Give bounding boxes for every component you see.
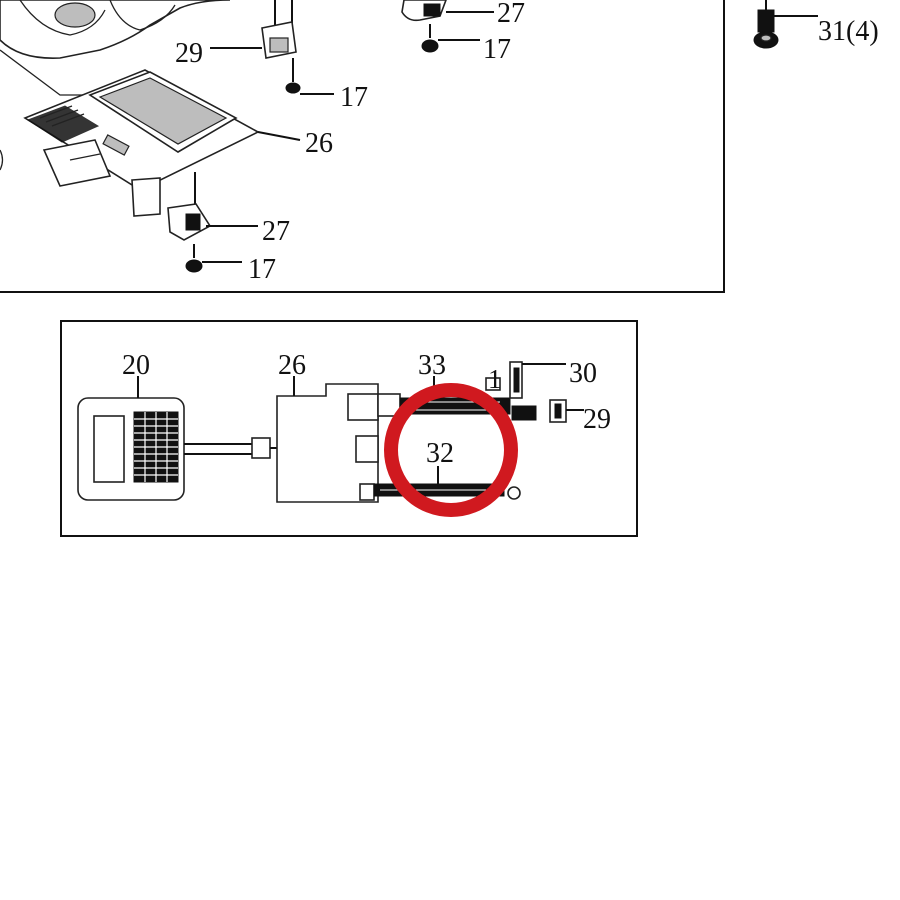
- lower-panel: 1 2 20 26 33 30 29 32: [60, 320, 638, 537]
- part-27-clip-lower: [167, 203, 258, 273]
- callout-17-upper-a: 17: [340, 82, 368, 113]
- lower-panel-frame: [60, 320, 638, 537]
- callout-17-upper-c: 17: [248, 254, 276, 285]
- callout-17-upper-b: 17: [483, 34, 511, 65]
- top-left-assembly: [0, 0, 231, 96]
- callout-32: 32: [426, 438, 454, 469]
- upper-panel: 29 17 27 17 26 27 17: [0, 0, 725, 293]
- callout-33: 33: [418, 350, 446, 381]
- upper-panel-frame: [0, 0, 725, 293]
- part-33-harness: 1 2: [377, 361, 584, 423]
- callout-30: 30: [569, 358, 597, 389]
- highlight-ring: [384, 383, 518, 517]
- callout-31: 31(4): [818, 16, 879, 47]
- callout-27-upper-a: 27: [497, 0, 525, 29]
- part-27-clip-top: [401, 0, 494, 53]
- callout-20: 20: [122, 350, 150, 381]
- connector-mark-2: 2: [530, 412, 535, 423]
- part-31-screw: 31(4): [753, 0, 879, 49]
- callout-26-lower: 26: [278, 350, 306, 381]
- keypad-grid: [133, 411, 179, 483]
- connector-mark-1: 1: [488, 364, 502, 394]
- callout-29-lower: 29: [583, 404, 611, 435]
- part-26-board: [0, 69, 301, 217]
- part-29-bracket: [210, 0, 334, 95]
- part-26-board-detail: [276, 376, 379, 503]
- part-20-controller: [77, 376, 185, 501]
- callout-27-upper-b: 27: [262, 216, 290, 247]
- callout-26-upper: 26: [305, 128, 333, 159]
- callout-29-upper: 29: [175, 38, 203, 69]
